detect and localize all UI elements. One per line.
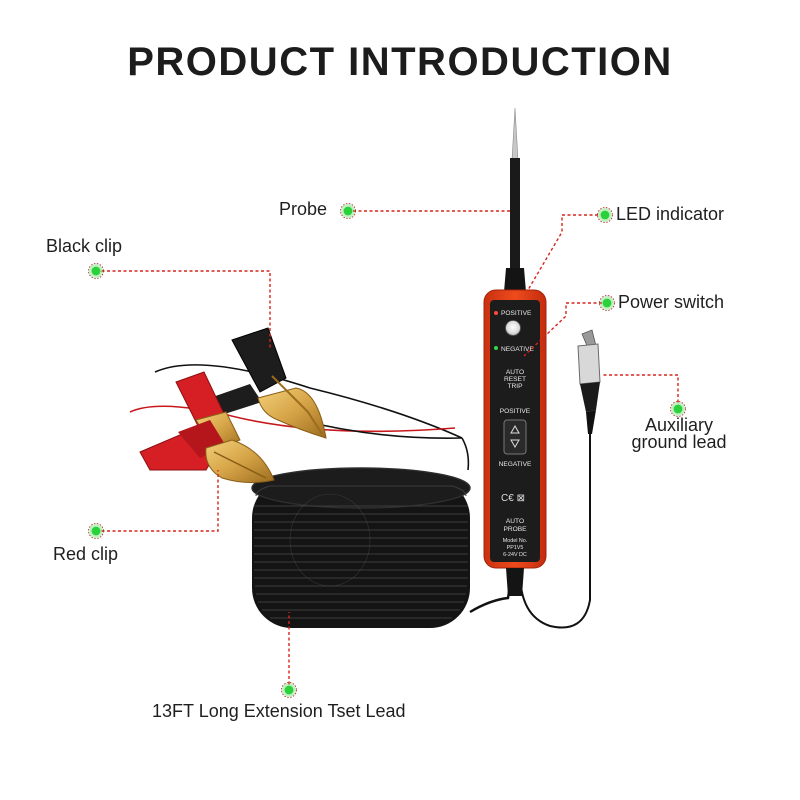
auxiliary-ground-clip bbox=[577, 329, 601, 434]
switch-positive-label: POSITIVE bbox=[500, 408, 531, 415]
device-negative-label: NEGATIVE bbox=[501, 346, 534, 353]
auxiliary-line-1: Auxiliary bbox=[644, 415, 714, 435]
black-clip-label: Black clip bbox=[46, 236, 123, 256]
probe-callout-dot bbox=[340, 203, 356, 219]
device-probe-label: PROBE bbox=[503, 526, 527, 533]
device-trip-label: TRIP bbox=[507, 383, 523, 390]
red-clip-label: Red clip bbox=[53, 544, 119, 564]
auxiliary-ground-lead-label: Auxiliary ground lead bbox=[620, 415, 738, 452]
device-reset-label: RESET bbox=[504, 376, 526, 383]
black-clip-callout-dot bbox=[88, 263, 104, 279]
model-number: PP1V5 bbox=[507, 545, 524, 551]
probe-label: Probe bbox=[279, 199, 328, 219]
auxiliary-lead-callout-dot bbox=[670, 401, 686, 417]
black-clip bbox=[204, 327, 327, 439]
power-switch-callout-dot bbox=[599, 295, 615, 311]
device-auto-label: AUTO bbox=[506, 369, 524, 376]
probe-body: C€ ⊠ bbox=[483, 289, 547, 596]
led-indicator-label: LED indicator bbox=[616, 204, 725, 224]
device-positive-label: POSITIVE bbox=[501, 310, 532, 317]
leader-lines bbox=[96, 210, 679, 690]
device-auto-probe-label: AUTO bbox=[506, 518, 524, 525]
voltage-rating: 6-24V DC bbox=[503, 552, 527, 558]
extension-lead-callout-dot bbox=[281, 682, 297, 698]
switch-negative-label: NEGATIVE bbox=[499, 461, 532, 468]
probe-tip bbox=[504, 107, 526, 292]
red-clip bbox=[139, 420, 275, 484]
extension-lead-coil bbox=[251, 467, 471, 628]
power-switch-label: Power switch bbox=[618, 292, 725, 312]
led-indicator-callout-dot bbox=[597, 207, 613, 223]
callout-dots bbox=[88, 203, 686, 698]
extension-lead-label: 13FT Long Extension Tset Lead bbox=[152, 701, 406, 721]
model-label: Model No. bbox=[503, 538, 528, 544]
red-clip-callout-dot bbox=[88, 523, 104, 539]
page-title: PRODUCT INTRODUCTION bbox=[127, 40, 673, 84]
auxiliary-line-2: ground lead bbox=[631, 432, 727, 452]
ce-mark-icon: C€ ⊠ bbox=[501, 493, 525, 504]
